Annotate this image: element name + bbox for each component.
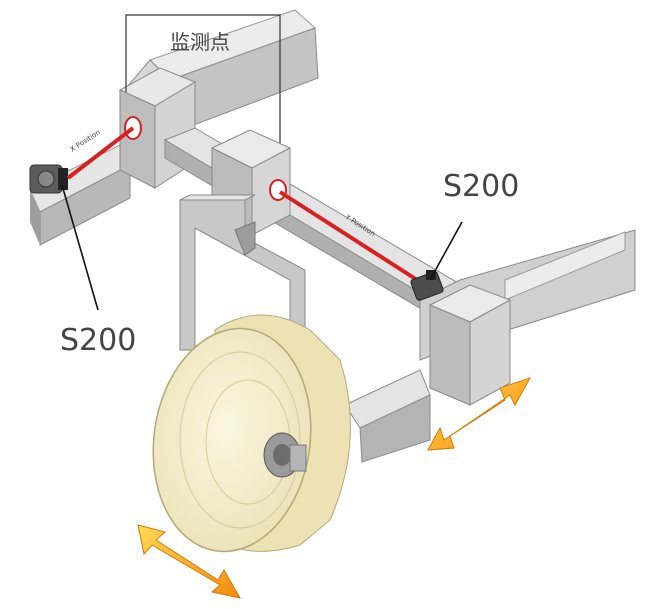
sensor-label-right: S200 bbox=[443, 169, 519, 204]
left-sensor bbox=[29, 164, 68, 194]
beam-label-left: X Position bbox=[69, 128, 102, 153]
motion-arrow-right bbox=[427, 377, 532, 451]
right-sensor bbox=[410, 270, 444, 301]
monitoring-point-box: 监测点 bbox=[125, 14, 281, 155]
laser-beam-left bbox=[66, 126, 135, 180]
left-rail bbox=[29, 144, 131, 246]
monitoring-point-label: 监测点 bbox=[170, 30, 230, 54]
callout-line-left bbox=[61, 184, 99, 311]
paper-roll bbox=[152, 314, 351, 553]
sensor-label-left: S200 bbox=[60, 323, 136, 358]
motion-arrow-bottom bbox=[137, 524, 241, 599]
callout-line-right bbox=[429, 221, 463, 281]
right-carriage bbox=[428, 284, 512, 406]
laser-beam-right bbox=[278, 190, 427, 287]
